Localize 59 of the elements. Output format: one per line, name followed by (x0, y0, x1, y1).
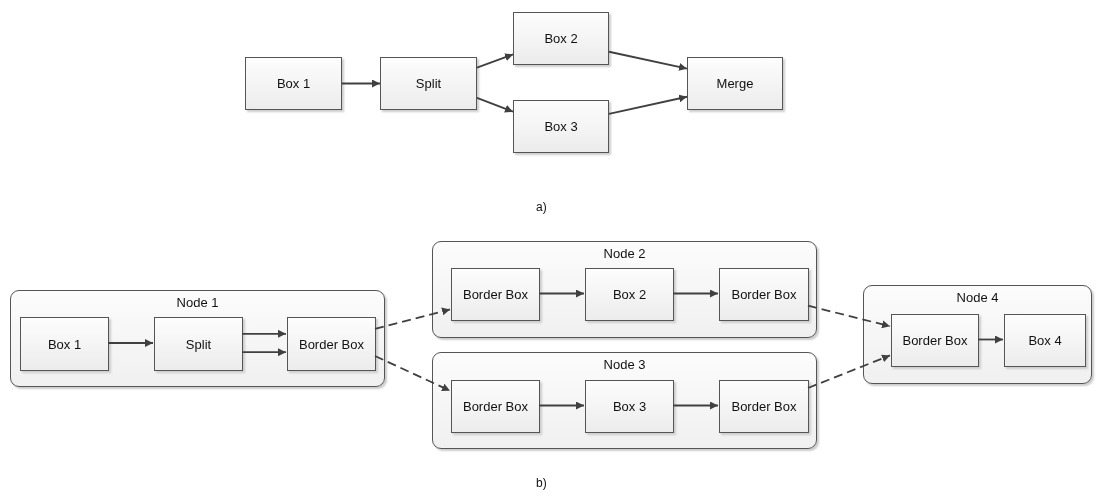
process-box (451, 268, 540, 321)
box-label: Box 1 (47, 336, 82, 352)
panel-label: b) (536, 476, 547, 490)
group-container (432, 241, 817, 338)
arrow (977, 335, 1004, 344)
arrow (608, 50, 688, 71)
group-title: Node 4 (955, 290, 1000, 305)
process-box (585, 268, 674, 321)
group-container (10, 290, 385, 387)
box-label: Split (415, 76, 442, 91)
arrow (608, 94, 688, 115)
box-label: Border Box (731, 399, 797, 414)
box-label: Box 1 (276, 76, 311, 91)
group-title: Node 3 (602, 357, 647, 372)
arrow (341, 79, 381, 88)
arrow (107, 339, 154, 347)
arrow (476, 96, 514, 113)
arrow (672, 401, 719, 410)
arrow (807, 304, 891, 329)
box-label: Box 2 (612, 287, 647, 302)
box-label: Box 3 (612, 399, 647, 414)
arrow (538, 401, 585, 410)
arrow (374, 307, 451, 330)
process-box (20, 317, 109, 371)
process-box (380, 57, 477, 110)
process-box (585, 380, 674, 433)
box-label: Border Box (298, 336, 364, 352)
process-box (451, 380, 540, 433)
arrow (374, 355, 451, 392)
group-title: Node 1 (175, 295, 220, 310)
box-label: Box 2 (544, 31, 578, 46)
box-label: Border Box (462, 399, 528, 414)
box-label: Border Box (902, 333, 968, 348)
group-container (432, 352, 817, 449)
box-label: Box 4 (1028, 333, 1062, 348)
process-box (891, 314, 979, 367)
process-box (1004, 314, 1086, 367)
group-container (863, 285, 1092, 384)
box-label: Split (185, 336, 212, 352)
box-label: Border Box (731, 287, 797, 302)
process-box (154, 317, 243, 371)
arrow (241, 329, 287, 338)
panel-label: a) (536, 200, 547, 214)
group-title: Node 2 (602, 246, 647, 261)
arrow (538, 289, 585, 298)
box-label: Box 3 (544, 119, 578, 134)
process-box (513, 12, 609, 65)
arrow (807, 354, 891, 389)
process-box (245, 57, 342, 110)
process-box (719, 268, 809, 321)
arrow (241, 348, 287, 357)
arrow (672, 289, 719, 298)
process-box (719, 380, 809, 433)
box-label: Merge (716, 76, 754, 91)
process-box (287, 317, 376, 371)
process-box (687, 57, 783, 110)
process-box (513, 100, 609, 153)
arrow (476, 53, 514, 69)
box-label: Border Box (462, 287, 528, 302)
